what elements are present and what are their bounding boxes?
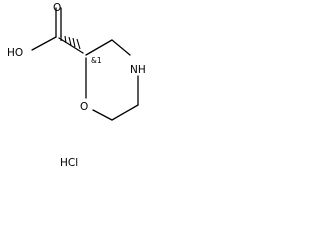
morpholine-carboxylic-acid-structure: HO O &1 NH O HCl bbox=[7, 2, 146, 169]
bond-c5-c6 bbox=[111, 104, 139, 121]
bond-c-oh bbox=[31, 36, 57, 51]
bond-c6-o1 bbox=[92, 109, 113, 121]
ring-nitrogen-label: NH bbox=[130, 64, 146, 76]
ring-oxygen-label: O bbox=[80, 101, 88, 113]
bond-c-stereocenter bbox=[58, 37, 84, 54]
hydroxyl-label: HO bbox=[7, 47, 23, 59]
stereo-label: &1 bbox=[91, 56, 102, 65]
bond-c2-c3 bbox=[85, 39, 113, 56]
structure-diagram: HO O &1 NH O HCl bbox=[0, 0, 174, 173]
hcl-salt-label: HCl bbox=[60, 157, 78, 169]
bond-c3-n4 bbox=[111, 39, 131, 56]
carbonyl-oxygen-label: O bbox=[53, 2, 61, 14]
hashed-wedge-bond bbox=[60, 35, 81, 50]
